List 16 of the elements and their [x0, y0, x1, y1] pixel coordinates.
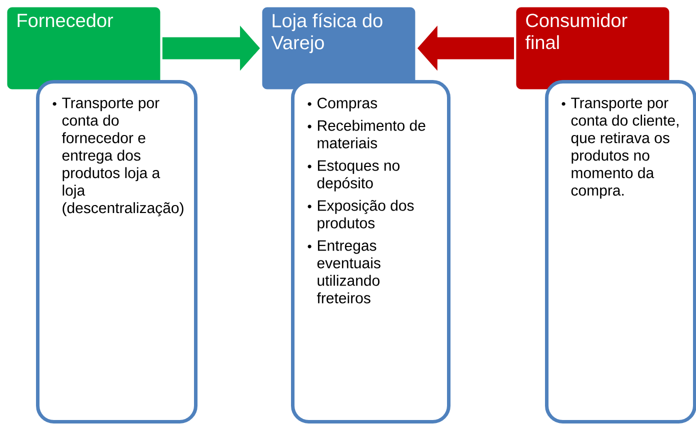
- list-box: [291, 80, 450, 424]
- header-box: [516, 7, 670, 90]
- box-heading: Loja física do Varejo: [271, 13, 382, 54]
- header-box: [7, 7, 160, 90]
- header-box: [262, 7, 416, 90]
- bullet-item: Recebimento de materiais: [308, 120, 426, 148]
- bullet-item: Estoques no depósito: [308, 160, 400, 192]
- box-heading: Fornecedor: [18, 13, 114, 28]
- bullet-item: Entregas eventuais utilizando freteiros: [308, 240, 380, 304]
- box-heading: Consumidor final: [525, 13, 628, 50]
- bullet-item: Compras: [308, 98, 378, 112]
- list-box: [36, 80, 198, 424]
- bullet-item: Exposição dos produtos: [308, 200, 414, 232]
- bullet-item: Transporte por conta do cliente, que retirava os produtos no momento da compra.: [562, 98, 678, 199]
- bullet-item: Transporte por conta do fornecedor e entrega dos produtos loja a loja (descentralização): [52, 98, 184, 216]
- list-box: [545, 80, 696, 424]
